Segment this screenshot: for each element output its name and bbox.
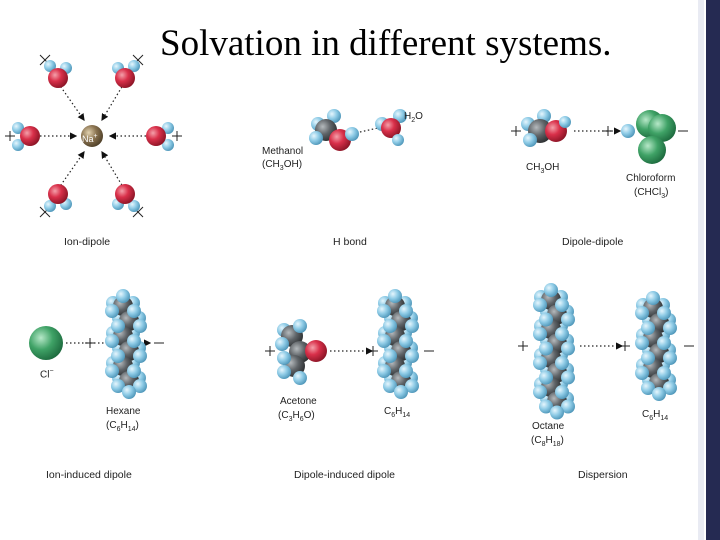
hydrogen-atom bbox=[405, 319, 419, 333]
hydrogen-atom bbox=[399, 304, 413, 318]
chloroform-formula: (CHCl3) bbox=[634, 187, 668, 203]
caption-dipole-dipole: Dipole-dipole bbox=[562, 236, 623, 248]
water-molecule bbox=[112, 60, 140, 88]
caption-dispersion: Dispersion bbox=[578, 469, 628, 481]
hydrogen-atom bbox=[533, 327, 547, 341]
hydrogen-atom bbox=[657, 306, 671, 320]
hydrogen-atom bbox=[544, 283, 558, 297]
hydrogen-atom bbox=[105, 304, 119, 318]
acetone-molecule bbox=[275, 319, 327, 385]
hydrogen-atom bbox=[111, 319, 125, 333]
octane-label: Octane bbox=[532, 421, 564, 433]
water-molecule bbox=[375, 109, 407, 146]
hydrogen-atom bbox=[561, 371, 575, 385]
chloroform-label: Chloroform bbox=[626, 173, 675, 185]
water-molecule bbox=[146, 122, 174, 151]
hydrogen-atom bbox=[663, 321, 677, 335]
hydrogen-atom bbox=[641, 321, 655, 335]
hydrogen-atom bbox=[555, 298, 569, 312]
hydrogen-atom bbox=[127, 334, 141, 348]
ion-induced-dipole-diagram bbox=[29, 289, 164, 399]
water-molecule bbox=[44, 60, 72, 88]
hydrogen-atom bbox=[377, 304, 391, 318]
hexane-molecule bbox=[635, 291, 677, 401]
water-molecule bbox=[12, 122, 40, 151]
hydrogen-atom bbox=[539, 313, 553, 327]
hydrogen-atom bbox=[116, 289, 130, 303]
hydrogen-atom bbox=[533, 356, 547, 370]
caption-dipole-induced-dipole: Dipole-induced dipole bbox=[294, 469, 395, 481]
hydrogen-atom bbox=[657, 366, 671, 380]
methanol-molecule bbox=[521, 109, 571, 147]
acetone-formula: (C3H6O) bbox=[278, 410, 315, 426]
hexane-molecule bbox=[105, 289, 147, 399]
hydrogen-atom bbox=[652, 387, 666, 401]
hydrogen-atom bbox=[550, 406, 564, 420]
hydrogen-atom bbox=[377, 334, 391, 348]
hydrogen-atom bbox=[663, 351, 677, 365]
hydrogen-atom bbox=[399, 364, 413, 378]
hydrogen-atom bbox=[111, 349, 125, 363]
hydrogen-atom bbox=[133, 319, 147, 333]
chloride-ion bbox=[29, 326, 63, 360]
water-molecule bbox=[44, 184, 72, 212]
water-formula: H2O bbox=[404, 111, 423, 127]
hydrogen-atom bbox=[405, 349, 419, 363]
hydrogen-atom bbox=[399, 334, 413, 348]
octane-formula: (C8H18) bbox=[531, 435, 564, 451]
chloride-label: Cl− bbox=[40, 366, 54, 381]
acetone-label: Acetone bbox=[280, 396, 317, 408]
ch3oh-formula: CH3OH bbox=[526, 162, 559, 178]
caption-h-bond: H bond bbox=[333, 236, 367, 248]
c6h14-formula: C6H14 bbox=[642, 409, 668, 425]
hydrogen-atom bbox=[635, 336, 649, 350]
dipole-dipole-diagram bbox=[511, 109, 688, 164]
hexane-label: Hexane bbox=[106, 406, 140, 418]
hydrogen-atom bbox=[127, 364, 141, 378]
hydrogen-atom bbox=[394, 385, 408, 399]
hydrogen-atom bbox=[533, 385, 547, 399]
hydrogen-atom bbox=[635, 306, 649, 320]
hydrogen-atom bbox=[561, 313, 575, 327]
hexane-molecule bbox=[377, 289, 419, 399]
chloroform-molecule bbox=[621, 110, 676, 164]
hydrogen-atom bbox=[383, 319, 397, 333]
hydrogen-atom bbox=[105, 334, 119, 348]
hexane-formula: (C6H14) bbox=[106, 420, 139, 436]
hydrogen-atom bbox=[122, 385, 136, 399]
hydrogen-atom bbox=[635, 366, 649, 380]
hydrogen-atom bbox=[555, 356, 569, 370]
methanol-formula: (CH3OH) bbox=[262, 159, 302, 175]
hydrogen-atom bbox=[377, 364, 391, 378]
dispersion-diagram bbox=[518, 283, 694, 420]
hydrogen-atom bbox=[555, 327, 569, 341]
caption-ion-dipole: Ion-dipole bbox=[64, 236, 110, 248]
methanol-molecule bbox=[309, 109, 359, 151]
dipole-induced-dipole-diagram bbox=[265, 289, 434, 399]
octane-molecule bbox=[533, 283, 575, 420]
hydrogen-atom bbox=[539, 342, 553, 356]
hydrogen-atom bbox=[646, 291, 660, 305]
sodium-ion-label: Na+ bbox=[82, 131, 98, 145]
hydrogen-atom bbox=[533, 298, 547, 312]
h-bond-diagram bbox=[309, 109, 407, 151]
methanol-label: Methanol bbox=[262, 146, 303, 158]
hydrogen-atom bbox=[641, 351, 655, 365]
hydrogen-atom bbox=[105, 364, 119, 378]
hydrogen-atom bbox=[133, 349, 147, 363]
c6h14-formula: C6H14 bbox=[384, 406, 410, 422]
hydrogen-atom bbox=[383, 349, 397, 363]
hydrogen-atom bbox=[127, 304, 141, 318]
hydrogen-atom bbox=[539, 371, 553, 385]
hydrogen-atom bbox=[561, 342, 575, 356]
caption-ion-induced-dipole: Ion-induced dipole bbox=[46, 469, 132, 481]
hydrogen-atom bbox=[555, 385, 569, 399]
water-molecule bbox=[112, 184, 140, 212]
hydrogen-atom bbox=[657, 336, 671, 350]
hydrogen-atom bbox=[388, 289, 402, 303]
